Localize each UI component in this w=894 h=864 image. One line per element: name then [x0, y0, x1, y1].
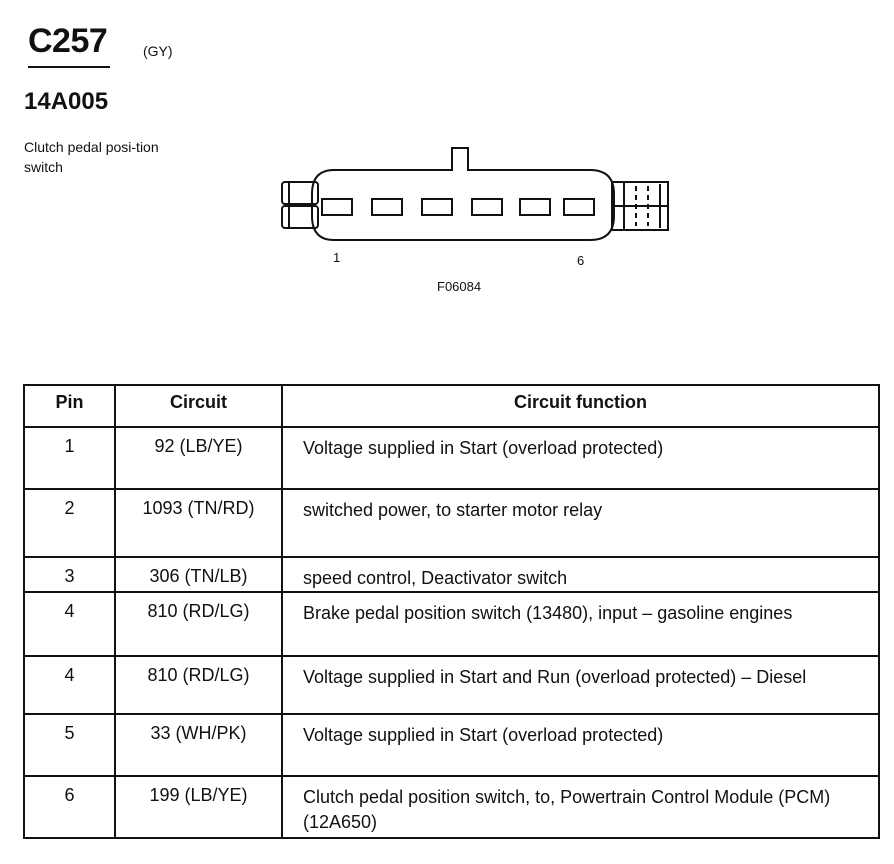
part-number: 14A005 — [24, 88, 109, 115]
pin-label-last: 6 — [577, 253, 585, 268]
cell-circuit: 199 (LB/YE) — [114, 775, 283, 839]
cell-circuit: 810 (RD/LG) — [114, 655, 283, 715]
cell-pin: 6 — [23, 775, 116, 839]
cell-function: Voltage supplied in Start (overload prot… — [281, 713, 880, 777]
pin-label-first: 1 — [333, 250, 341, 265]
cell-function: Clutch pedal position switch, to, Powert… — [281, 775, 880, 839]
cell-function: Brake pedal position switch (13480), inp… — [281, 591, 880, 657]
table-row: 4 810 (RD/LG) Brake pedal position switc… — [23, 591, 880, 657]
table-row: 4 810 (RD/LG) Voltage supplied in Start … — [23, 655, 880, 715]
cell-circuit: 33 (WH/PK) — [114, 713, 283, 777]
header-pin: Pin — [23, 384, 116, 428]
cell-pin: 2 — [23, 488, 116, 558]
table-row: 2 1093 (TN/RD) switched power, to starte… — [23, 488, 880, 558]
cell-function: Voltage supplied in Start (overload prot… — [281, 426, 880, 490]
pin-cavity-4 — [471, 198, 503, 216]
table-header-row: Pin Circuit Circuit function — [23, 384, 880, 428]
cell-circuit: 92 (LB/YE) — [114, 426, 283, 490]
connector-id: C257 — [28, 22, 108, 60]
pin-cavity-1 — [321, 198, 353, 216]
cell-pin: 1 — [23, 426, 116, 490]
cell-pin: 5 — [23, 713, 116, 777]
left-latch — [281, 181, 319, 229]
pin-cavity-5 — [519, 198, 551, 216]
table-row: 3 306 (TN/LB) speed control, Deactivator… — [23, 556, 880, 593]
header-circuit: Circuit — [114, 384, 283, 428]
pin-cavity-3 — [421, 198, 453, 216]
part-description: Clutch pedal posi-tion switch — [24, 139, 159, 175]
cell-function: Voltage supplied in Start and Run (overl… — [281, 655, 880, 715]
figure-id: F06084 — [437, 279, 482, 294]
pin-table: Pin Circuit Circuit function 1 92 (LB/YE… — [23, 384, 880, 839]
cell-function: switched power, to starter motor relay — [281, 488, 880, 558]
connector-diagram — [281, 147, 669, 241]
table-row: 1 92 (LB/YE) Voltage supplied in Start (… — [23, 426, 880, 490]
right-latch — [611, 181, 669, 231]
pin-cavity-2 — [371, 198, 403, 216]
connector-id-underline — [28, 66, 110, 68]
cell-pin: 4 — [23, 591, 116, 657]
cell-circuit: 306 (TN/LB) — [114, 556, 283, 593]
header-circuit-function: Circuit function — [281, 384, 880, 428]
cell-circuit: 1093 (TN/RD) — [114, 488, 283, 558]
table-row: 6 199 (LB/YE) Clutch pedal position swit… — [23, 775, 880, 839]
table-row: 5 33 (WH/PK) Voltage supplied in Start (… — [23, 713, 880, 777]
cell-function: speed control, Deactivator switch — [281, 556, 880, 593]
cell-pin: 4 — [23, 655, 116, 715]
pin-cavity-6 — [563, 198, 595, 216]
cell-pin: 3 — [23, 556, 116, 593]
connector-body — [311, 147, 615, 241]
connector-color: (GY) — [143, 43, 173, 59]
cell-circuit: 810 (RD/LG) — [114, 591, 283, 657]
